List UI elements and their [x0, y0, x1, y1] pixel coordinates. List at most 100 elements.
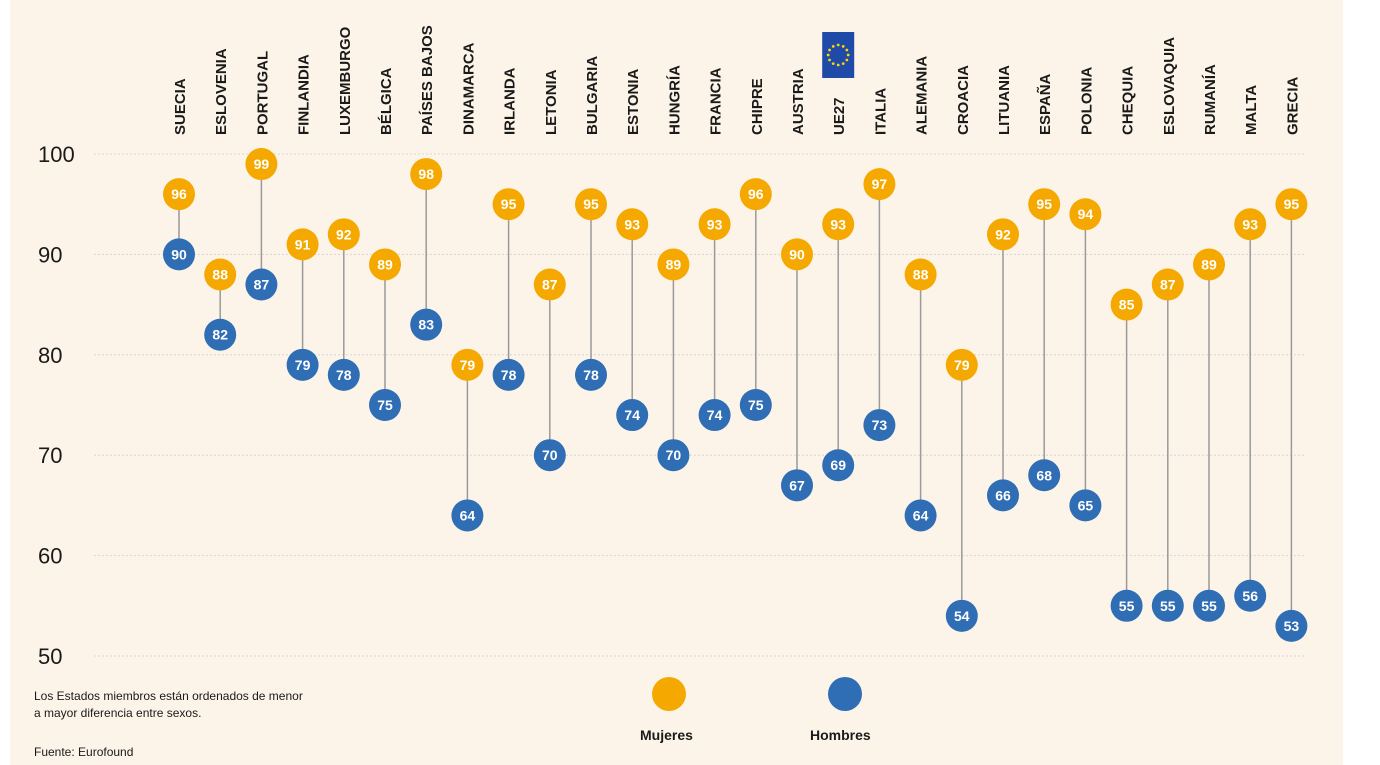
men-dot: [163, 238, 195, 271]
country-label: DINAMARCA: [460, 42, 477, 135]
men-dot: [987, 479, 1019, 512]
ordering-note-line1: Los Estados miembros están ordenados de …: [34, 689, 303, 703]
y-tick-label: 80: [38, 343, 62, 368]
women-dot: [163, 178, 195, 211]
women-dot: [1275, 188, 1308, 221]
eu-flag-star: [826, 53, 830, 57]
women-dot: [492, 188, 525, 221]
country-label: AUSTRIA: [790, 68, 807, 135]
country-label: BÉLGICA: [378, 67, 395, 135]
men-dot: [781, 469, 813, 502]
women-dot-label: 94: [1078, 206, 1094, 222]
women-dot: [533, 268, 566, 301]
men-dot: [369, 389, 401, 421]
men-dot: [1028, 459, 1061, 492]
country-label: LETONIA: [543, 69, 560, 135]
men-dot-label: 90: [171, 246, 187, 262]
women-dot-label: 93: [707, 216, 723, 232]
women-dot-label: 79: [954, 357, 970, 373]
men-dot-label: 70: [666, 447, 682, 463]
country-label: RUMANÍA: [1202, 64, 1219, 135]
country-label: HUNGRÍA: [666, 65, 683, 135]
women-dot: [739, 178, 772, 211]
men-dot-label: 87: [254, 277, 270, 293]
women-dot-label: 92: [995, 226, 1011, 242]
women-dot-label: 99: [254, 156, 270, 172]
country-label: FRANCIA: [708, 67, 725, 135]
country-label: UE27: [831, 97, 848, 135]
country-label: ESLOVAQUIA: [1161, 37, 1178, 135]
women-dot: [1151, 268, 1184, 301]
data-dots: 9690888299879179927889759883796495788770…: [163, 148, 1308, 642]
women-dot-label: 93: [830, 216, 846, 232]
women-dot-label: 95: [583, 196, 599, 212]
men-dot-label: 54: [954, 608, 970, 624]
men-dot-label: 56: [1242, 588, 1258, 604]
eu-flag-star: [828, 48, 831, 52]
men-dot-label: 78: [336, 367, 352, 383]
women-dot-label: 87: [542, 277, 558, 293]
women-dot: [1028, 188, 1061, 221]
men-dot-label: 67: [789, 477, 805, 493]
women-dot: [1069, 198, 1102, 231]
women-dot: [410, 158, 443, 191]
men-dot: [616, 399, 649, 432]
legend-dot-women: [652, 677, 686, 711]
men-dot: [410, 308, 443, 341]
eu-flag-star: [845, 58, 849, 62]
men-dot: [327, 358, 360, 391]
ordering-note: Los Estados miembros están ordenados de …: [34, 688, 303, 722]
women-dot-label: 87: [1160, 277, 1176, 293]
women-dot-label: 95: [1036, 196, 1052, 212]
women-dot: [987, 218, 1019, 251]
women-dot: [1234, 208, 1267, 241]
women-dot-label: 89: [666, 256, 682, 272]
women-dot: [286, 228, 319, 261]
men-dot: [822, 449, 855, 482]
men-dot: [533, 439, 566, 472]
legend-dot-men: [828, 677, 862, 711]
men-dot: [451, 499, 484, 532]
country-label: GRECIA: [1284, 76, 1301, 135]
women-dot-label: 96: [748, 186, 764, 202]
ordering-note-line2: a mayor diferencia entre sexos.: [34, 706, 202, 720]
eu-flag-star: [845, 48, 849, 52]
y-tick-label: 50: [38, 644, 62, 669]
country-label: ESLOVENIA: [213, 48, 230, 135]
men-dot-label: 55: [1201, 598, 1217, 614]
men-dot-label: 82: [212, 327, 228, 343]
women-dot-label: 88: [913, 266, 929, 282]
men-dot: [1110, 589, 1143, 622]
men-dot: [698, 399, 731, 432]
women-dot-label: 95: [501, 196, 517, 212]
women-dot-label: 98: [418, 166, 434, 182]
women-dot-label: 93: [624, 216, 640, 232]
women-dot: [1193, 248, 1225, 281]
men-dot-label: 75: [377, 397, 393, 413]
women-dot: [451, 348, 484, 381]
men-dot-label: 78: [501, 367, 517, 383]
men-dot-label: 65: [1078, 497, 1094, 513]
women-dot: [369, 248, 401, 281]
women-dot: [781, 238, 813, 271]
women-dot-label: 97: [872, 176, 888, 192]
eu-flag-star: [846, 53, 850, 57]
women-dot: [904, 258, 937, 291]
country-label: PAÍSES BAJOS: [419, 25, 436, 135]
men-dot-label: 66: [995, 487, 1011, 503]
women-dot: [863, 168, 896, 201]
women-dot-label: 88: [212, 266, 228, 282]
men-dot-label: 55: [1119, 598, 1135, 614]
women-dot: [204, 258, 237, 291]
eu-flag-star: [841, 44, 845, 48]
women-dot-label: 96: [171, 186, 187, 202]
women-dot: [1110, 288, 1143, 321]
men-dot-label: 64: [913, 507, 929, 523]
women-dot-label: 89: [377, 256, 393, 272]
y-tick-label: 90: [38, 242, 62, 267]
eu-flag-star: [828, 58, 831, 62]
men-dot-label: 78: [583, 367, 599, 383]
men-dot: [492, 358, 525, 391]
